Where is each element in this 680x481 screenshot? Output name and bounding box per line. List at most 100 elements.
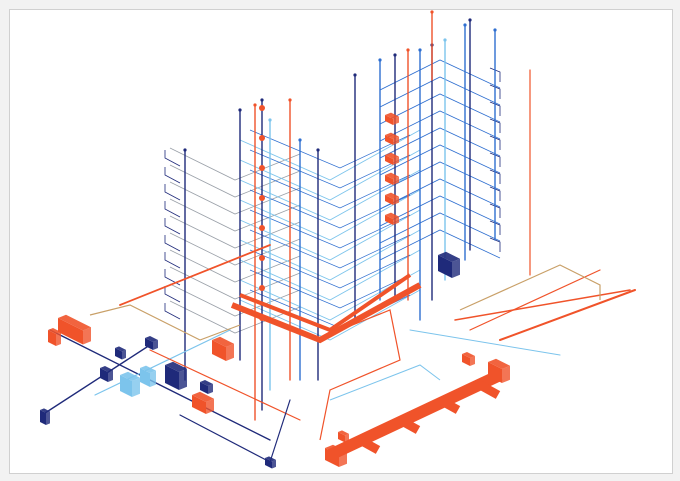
duct-fitting bbox=[385, 115, 393, 125]
equipment-pump-top bbox=[100, 366, 113, 372]
floor-pipe-run bbox=[249, 169, 411, 209]
floor-pipe-run bbox=[249, 269, 411, 309]
supply-pipe bbox=[319, 309, 401, 441]
riser-cap bbox=[183, 148, 187, 152]
equipment-pump-top bbox=[40, 408, 50, 413]
fixture-branch bbox=[164, 167, 181, 184]
fixture-branch bbox=[164, 235, 181, 252]
riser-valve bbox=[259, 225, 265, 231]
equipment-tank bbox=[120, 375, 132, 397]
floor-outline-right bbox=[379, 93, 501, 125]
riser-valve bbox=[259, 315, 265, 321]
fixture-branch bbox=[489, 237, 501, 252]
equipment-pump-top bbox=[48, 328, 61, 334]
equipment-pump-side bbox=[108, 370, 113, 382]
riser-cap bbox=[493, 28, 497, 32]
fixture-branch bbox=[489, 135, 501, 150]
riser-cap bbox=[418, 48, 422, 52]
header-end-box-top bbox=[488, 358, 510, 369]
supply-pipe bbox=[149, 349, 301, 421]
main-header bbox=[327, 369, 503, 461]
equipment-tank-side bbox=[452, 258, 460, 278]
fixture-branch bbox=[489, 84, 501, 99]
gas-pipe bbox=[459, 264, 601, 311]
equipment-pump-top bbox=[145, 336, 158, 342]
floor-outline-left bbox=[169, 300, 301, 334]
duct-fitting-top bbox=[385, 192, 399, 199]
equipment-pump-side bbox=[345, 433, 349, 443]
equipment-pump-top bbox=[115, 346, 126, 352]
gas-pipe bbox=[89, 304, 241, 341]
floor-outline-right bbox=[379, 178, 501, 210]
equipment-pump-side bbox=[46, 411, 50, 425]
riser-cap bbox=[463, 23, 467, 27]
equipment-pump-side bbox=[153, 340, 158, 350]
riser-cap bbox=[443, 38, 447, 42]
equipment-tank-top bbox=[58, 314, 91, 331]
floor-outline-left bbox=[169, 215, 301, 249]
floor-outline-right bbox=[379, 195, 501, 227]
duct-fitting bbox=[385, 195, 393, 205]
fixture-branch bbox=[489, 220, 501, 235]
equipment-pump-top bbox=[338, 430, 349, 436]
duct-fitting-side bbox=[393, 216, 399, 225]
duct-branch bbox=[239, 273, 412, 333]
supply-pipe bbox=[499, 289, 636, 341]
fixture-branch bbox=[489, 203, 501, 218]
floor-pipe-run bbox=[249, 249, 411, 289]
drain-pipe bbox=[41, 344, 151, 416]
floor-outline-left bbox=[169, 283, 301, 317]
equipment-tank-top bbox=[120, 371, 140, 381]
water-pipe bbox=[329, 364, 441, 401]
equipment-tank bbox=[192, 395, 206, 414]
equipment-tank-top bbox=[438, 251, 460, 262]
drain-pipe bbox=[179, 414, 271, 463]
fixture-branch bbox=[164, 218, 181, 235]
equipment-tank bbox=[58, 318, 83, 345]
riser-cap bbox=[468, 18, 472, 22]
equipment-tank-top bbox=[165, 361, 187, 372]
equipment-tank-side bbox=[132, 377, 140, 397]
fixture-branch bbox=[489, 67, 501, 82]
floor-outline-right bbox=[379, 229, 501, 261]
equipment-pump-side bbox=[208, 384, 213, 394]
equipment-pump-side bbox=[470, 356, 475, 366]
floor-pipe-run bbox=[249, 129, 411, 169]
riser-cap bbox=[406, 48, 410, 52]
equipment-tank bbox=[438, 255, 452, 278]
equipment-tank-top bbox=[140, 365, 156, 373]
riser-valve bbox=[259, 255, 265, 261]
riser-valve bbox=[259, 135, 265, 141]
duct-fitting-top bbox=[385, 112, 399, 119]
header-branch bbox=[397, 416, 421, 434]
duct-fitting-side bbox=[393, 156, 399, 165]
equipment-tank bbox=[165, 365, 179, 390]
riser-cap bbox=[253, 103, 257, 107]
equipment-tank-side bbox=[179, 368, 187, 390]
floor-outline-right bbox=[379, 161, 501, 193]
equipment-tank-side bbox=[206, 398, 214, 414]
header-end-box-side bbox=[339, 451, 347, 467]
header-branch bbox=[357, 436, 381, 454]
supply-pipe bbox=[119, 244, 271, 306]
riser-cap bbox=[268, 118, 272, 122]
duct-fitting-side bbox=[393, 196, 399, 205]
fixture-branch bbox=[489, 101, 501, 116]
riser-cap bbox=[238, 108, 242, 112]
water-pipe bbox=[409, 329, 561, 356]
floor-outline-right bbox=[379, 212, 501, 244]
header-end-box bbox=[325, 448, 339, 467]
floor-outline-left bbox=[169, 164, 301, 198]
floor-outline-left bbox=[169, 232, 301, 266]
floor-pipe-run bbox=[249, 209, 411, 249]
duct-fitting-top bbox=[385, 132, 399, 139]
floor-outline-right bbox=[379, 110, 501, 142]
floor-pipe-run bbox=[249, 229, 411, 269]
fixture-branch bbox=[164, 252, 181, 269]
riser-valve bbox=[259, 165, 265, 171]
fixture-branch bbox=[164, 286, 181, 303]
drawing-sheet bbox=[9, 9, 673, 474]
fixture-branch bbox=[489, 152, 501, 167]
riser-valve bbox=[259, 195, 265, 201]
